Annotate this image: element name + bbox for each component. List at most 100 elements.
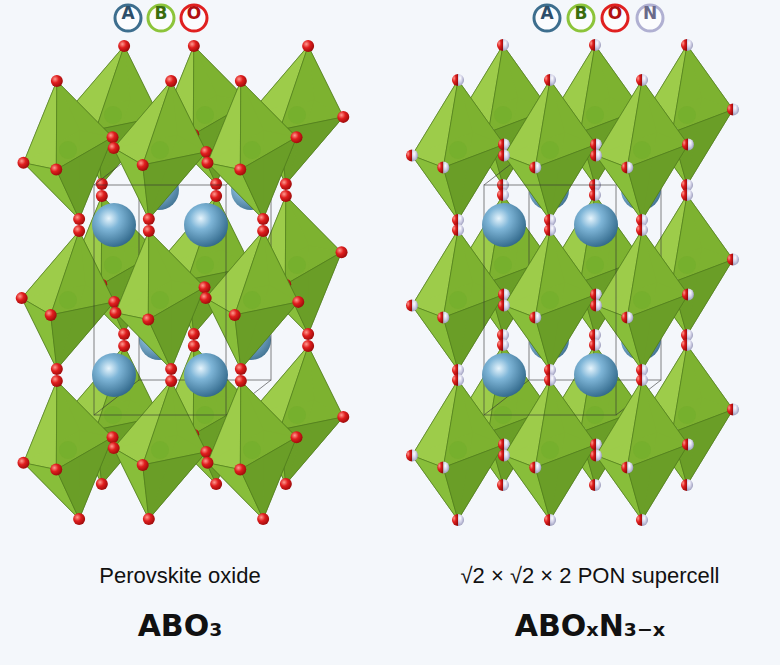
octahedron-face	[280, 46, 344, 130]
oxygen-half	[529, 461, 535, 473]
oxygen-atom	[108, 142, 120, 154]
b-atom	[104, 106, 122, 124]
oxygen-half	[681, 339, 687, 351]
nitrogen-half	[688, 288, 694, 300]
oxygen-half	[681, 189, 687, 201]
nitrogen-half	[595, 479, 601, 491]
octahedron-face	[280, 346, 344, 430]
a-atom	[482, 353, 526, 397]
nitrogen-half	[458, 514, 464, 526]
octahedron	[108, 75, 213, 225]
formula-label: ABOₓN₃₋ₓ	[515, 608, 665, 643]
oxygen-half	[544, 514, 550, 526]
oxygen-half	[437, 461, 443, 473]
element-letter: A	[113, 3, 143, 23]
nitrogen-half	[503, 479, 509, 491]
oxygen-half	[681, 479, 687, 491]
nitrogen-half	[458, 224, 464, 236]
oxygen-half	[437, 161, 443, 173]
octahedron	[201, 75, 302, 225]
nitrogen-half	[412, 450, 418, 462]
oxygen-atom	[201, 457, 213, 469]
oxygen-atom	[96, 478, 108, 490]
b-atom	[633, 291, 651, 309]
a-atom	[92, 203, 136, 247]
nitrogen-half	[596, 300, 602, 312]
oxygen-half	[497, 339, 503, 351]
nitrogen-half	[688, 138, 694, 150]
octahedron-face	[143, 81, 207, 165]
b-atom	[196, 106, 214, 124]
a-atom	[574, 353, 618, 397]
oxygen-half	[636, 224, 642, 236]
oxygen-half	[452, 374, 458, 386]
oxygen-half	[589, 479, 595, 491]
oxygen-atom	[201, 157, 213, 169]
nitrogen-half	[627, 311, 633, 323]
octahedron	[590, 374, 694, 526]
oxygen-half	[590, 288, 596, 300]
b-atom	[59, 141, 77, 159]
oxygen-half	[636, 74, 642, 86]
octahedron	[498, 74, 602, 226]
oxygen-atom	[234, 164, 246, 176]
element-letter: O	[600, 3, 630, 23]
oxygen-half	[406, 450, 412, 462]
element-key-circle: B	[566, 3, 596, 33]
oxygen-atom	[292, 296, 304, 308]
oxygen-atom	[96, 178, 108, 190]
nitrogen-half	[443, 161, 449, 173]
nitrogen-half	[687, 39, 693, 51]
oxygen-atom	[291, 431, 303, 443]
oxygen-atom	[235, 363, 247, 375]
octahedron-face	[24, 81, 57, 170]
b-atom	[678, 256, 696, 274]
element-letter: B	[566, 3, 596, 23]
oxygen-atom	[17, 457, 29, 469]
oxygen-atom	[302, 40, 314, 52]
oxygen-half	[497, 189, 503, 201]
nitrogen-half	[443, 461, 449, 473]
oxygen-half	[590, 438, 596, 450]
nitrogen-half	[503, 39, 509, 51]
nitrogen-half	[688, 438, 694, 450]
oxygen-half	[498, 150, 504, 162]
oxygen-atom	[280, 190, 292, 202]
oxygen-atom	[188, 328, 200, 340]
oxygen-half	[590, 138, 596, 150]
structure-caption: √2 × √2 × 2 PON supercell	[461, 563, 720, 589]
octahedron-face	[22, 298, 57, 369]
oxygen-atom	[73, 213, 85, 225]
octahedron-face	[235, 231, 299, 315]
nitrogen-half	[550, 374, 556, 386]
octahedron	[406, 374, 510, 526]
oxygen-half	[497, 479, 503, 491]
nitrogen-half	[550, 224, 556, 236]
nitrogen-half	[504, 300, 510, 312]
oxygen-atom	[302, 328, 314, 340]
oxygen-atom	[235, 375, 247, 387]
oxygen-atom	[280, 478, 292, 490]
oxygen-half	[590, 300, 596, 312]
octahedron	[498, 374, 602, 526]
oxygen-half	[529, 161, 535, 173]
oxygen-half	[544, 74, 550, 86]
oxygen-atom	[165, 375, 177, 387]
oxygen-atom	[188, 40, 200, 52]
a-atom	[184, 353, 228, 397]
b-atom	[541, 291, 559, 309]
oxygen-half	[636, 514, 642, 526]
b-atom	[104, 256, 122, 274]
oxygen-atom	[188, 340, 200, 352]
octahedron	[201, 375, 302, 525]
octahedron-face	[240, 137, 296, 219]
octahedron-face	[56, 437, 112, 519]
b-atom	[678, 406, 696, 424]
nitrogen-half	[595, 339, 601, 351]
octahedron	[200, 225, 305, 375]
oxygen-atom	[200, 292, 212, 304]
a-atom	[92, 353, 136, 397]
b-atom	[151, 141, 169, 159]
octahedron	[406, 224, 510, 376]
nitrogen-half	[504, 150, 510, 162]
